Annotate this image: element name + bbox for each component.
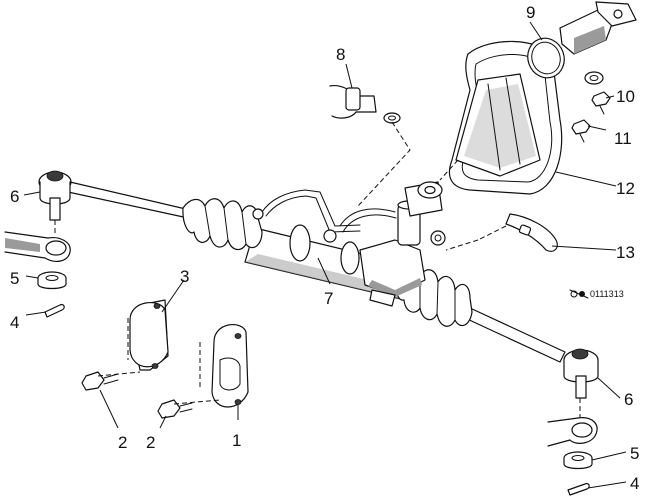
callout-9: 9: [526, 3, 535, 22]
figure-code: 0111313: [569, 289, 624, 299]
callout-3: 3: [180, 267, 189, 286]
castle-nut-left: [37, 271, 67, 290]
cotter-pin-left: [44, 303, 65, 318]
leader-lines: [23, 21, 627, 489]
boot-clamp: [527, 37, 565, 79]
callout-5-left: 5: [10, 269, 19, 288]
union-fitting: [329, 85, 401, 124]
callout-2-right: 2: [146, 433, 155, 452]
callout-6-right: 6: [624, 390, 633, 409]
pinion-valve-housing: [359, 181, 446, 307]
left-boot-bellows: [182, 198, 263, 251]
mounting-bracket-lower: [211, 324, 249, 408]
castle-nut-right: [563, 451, 593, 470]
callout-4-left: 4: [10, 313, 19, 332]
left-knuckle-arm: [4, 231, 71, 262]
hydraulic-pipes: [252, 189, 397, 243]
assembly-guide-lines: [54, 121, 581, 418]
callout-12: 12: [616, 179, 635, 198]
callout-5-right: 5: [630, 444, 639, 463]
callout-8: 8: [336, 45, 345, 64]
bracket-bolt-left: [81, 371, 119, 391]
right-tie-rod-end: [563, 348, 599, 399]
callout-11: 11: [614, 129, 632, 148]
callout-13: 13: [616, 243, 635, 262]
callout-1: 1: [232, 431, 241, 450]
left-tie-rod-end: [38, 170, 72, 221]
right-knuckle-arm: [547, 417, 598, 447]
mounting-bracket-upper: [129, 299, 169, 371]
boot-screw-lower: [571, 119, 591, 143]
steering-rack-housing: [67, 181, 566, 363]
return-hose: [505, 213, 558, 252]
intermediate-shaft-joint: [559, 1, 637, 85]
cotter-pin-right: [567, 482, 590, 496]
figure-code-text: 0111313: [590, 289, 624, 299]
callout-2-left: 2: [118, 433, 127, 452]
callout-labels: 1 2 2 3 4 4 5 5 6 6 7 8 9 10 11 12 13: [10, 3, 639, 493]
callout-7: 7: [324, 289, 333, 308]
callout-4-right: 4: [630, 474, 639, 493]
callout-10: 10: [616, 87, 635, 106]
callout-6-left: 6: [10, 187, 19, 206]
pinion-seal-boot: [448, 40, 563, 195]
bracket-bolt-right: [157, 399, 193, 419]
boot-screw-upper: [591, 91, 611, 115]
